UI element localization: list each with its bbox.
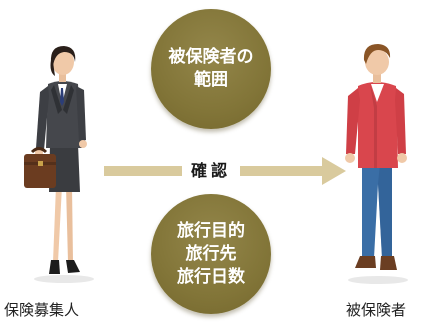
arrow-head: [322, 157, 346, 185]
confirm-label: 確認: [182, 160, 240, 182]
insurance-agent-illustration: [24, 46, 94, 283]
circle-text-line: 旅行日数: [177, 266, 245, 287]
insured-scope-circle: 被保険者の 範囲: [151, 9, 271, 129]
agent-caption: 保険募集人: [4, 301, 80, 319]
travel-details-circle: 旅行目的 旅行先 旅行日数: [151, 194, 271, 314]
insured-caption: 被保険者: [346, 301, 407, 319]
circle-text-line: 範囲: [194, 70, 228, 90]
circle-text-line: 旅行先: [185, 243, 237, 264]
insured-person-illustration: [345, 44, 408, 284]
circle-text-line: 被保険者の: [168, 47, 254, 67]
circle-text-line: 旅行目的: [177, 220, 245, 241]
